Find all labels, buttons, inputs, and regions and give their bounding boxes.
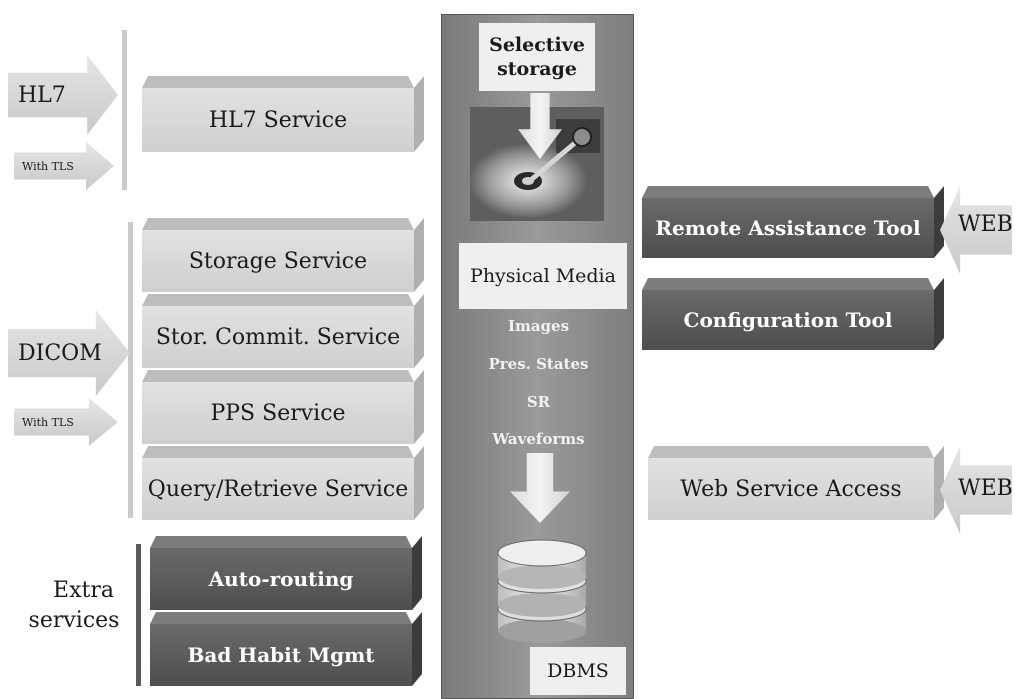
dbms-down-arrow	[510, 453, 570, 523]
bad-habit-mgmt-box: Bad Habit Mgmt	[150, 624, 412, 686]
dicom-divider	[128, 222, 133, 518]
query-retrieve-service-label: Query/Retrieve Service	[147, 476, 409, 502]
pps-service-box: PPS Service	[142, 382, 414, 444]
hl7-arrow-label: HL7	[18, 82, 66, 108]
hl7-service-label: HL7 Service	[208, 107, 348, 133]
hl7-service-box: HL7 Service	[142, 88, 414, 152]
dicom-tls-arrow: With TLS	[14, 398, 118, 446]
database-icon	[494, 525, 590, 645]
dbms-box: DBMS	[530, 647, 626, 695]
media-type-waveforms: Waveforms	[492, 430, 585, 448]
query-retrieve-service-box: Query/Retrieve Service	[142, 458, 414, 520]
auto-routing-label: Auto-routing	[208, 567, 354, 591]
physical-media-label: Physical Media	[470, 265, 616, 287]
storage-service-box: Storage Service	[142, 230, 414, 292]
selective-storage-box: Selective storage	[479, 23, 595, 91]
web-label-remote: WEB	[958, 212, 1013, 237]
bad-habit-mgmt-label: Bad Habit Mgmt	[187, 643, 375, 667]
hl7-tls-label: With TLS	[22, 159, 74, 173]
web-service-access-label: Web Service Access	[680, 476, 902, 502]
dicom-arrow-label: DICOM	[18, 340, 102, 366]
selective-line1: Selective	[489, 34, 585, 56]
selective-line2: storage	[497, 58, 577, 80]
hl7-divider	[122, 30, 127, 190]
configuration-tool-box: Configuration Tool	[642, 290, 934, 350]
configuration-tool-label: Configuration Tool	[683, 308, 893, 332]
auto-routing-box: Auto-routing	[150, 548, 412, 610]
web-service-access-box: Web Service Access	[648, 458, 934, 520]
remote-assistance-tool-label: Remote Assistance Tool	[655, 216, 921, 240]
media-type-images: Images	[507, 317, 570, 335]
media-type-sr: SR	[526, 393, 551, 411]
media-type-pres-states: Pres. States	[488, 355, 589, 373]
hl7-input-arrow: HL7	[8, 55, 118, 135]
extra-divider	[136, 544, 141, 686]
hl7-tls-arrow: With TLS	[14, 142, 114, 190]
stor-commit-service-box: Stor. Commit. Service	[142, 306, 414, 368]
stor-commit-service-label: Stor. Commit. Service	[155, 324, 401, 350]
extra-label-line1: Extra	[53, 578, 114, 603]
web-label-service: WEB	[958, 476, 1013, 501]
extra-label-line2: services	[28, 608, 120, 633]
dicom-tls-label: With TLS	[22, 415, 74, 429]
storage-service-label: Storage Service	[188, 248, 368, 274]
physical-media-box: Physical Media	[459, 243, 627, 309]
remote-assistance-tool-box: Remote Assistance Tool	[642, 198, 934, 258]
dbms-label: DBMS	[547, 660, 609, 682]
dicom-input-arrow: DICOM	[8, 310, 130, 396]
extra-services-label: Extra services	[24, 576, 124, 636]
pps-service-label: PPS Service	[210, 400, 346, 426]
storage-column: Selective storage Physical Media Images	[441, 14, 634, 699]
